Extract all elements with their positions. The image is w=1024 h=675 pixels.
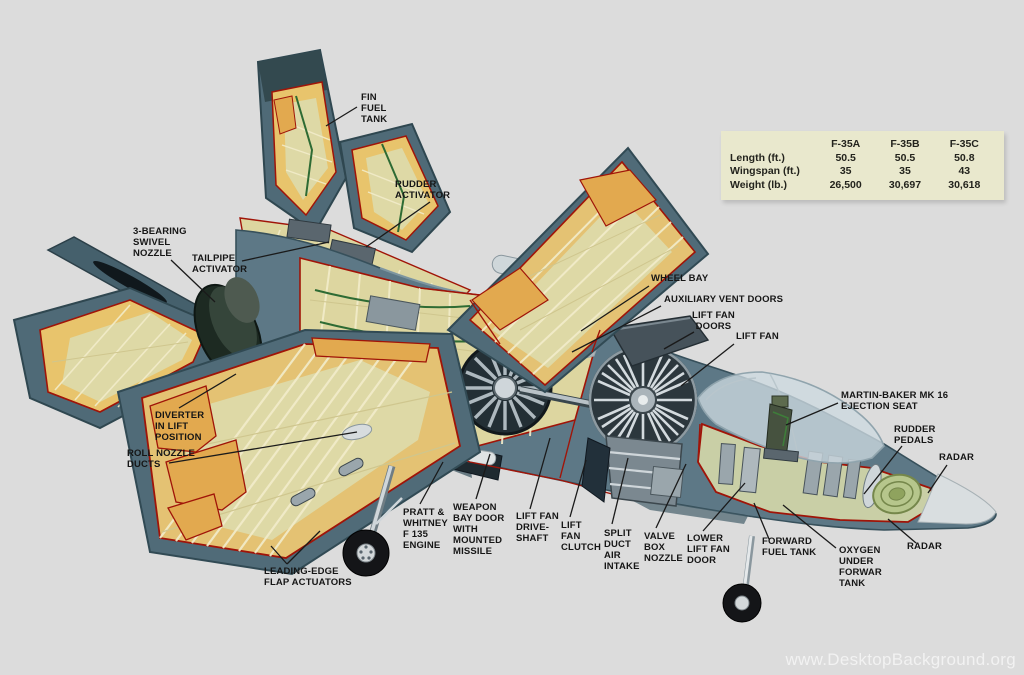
callout-lower-lift-fan-door: LOWER LIFT FAN DOOR (687, 533, 730, 566)
cut-edge-lines (469, 299, 701, 479)
split-duct-intake-shape (581, 437, 611, 503)
cell-value: 35 (899, 165, 911, 177)
cell-value: 50.5 (894, 151, 916, 164)
cell-value: 50.8 (954, 151, 975, 164)
leading-edge-flap-actuator-pods (290, 457, 364, 507)
spec-table-corner-cell (730, 138, 816, 152)
callout-lift-fan: LIFT FAN (736, 331, 779, 342)
cell-value: 30,618 (948, 178, 981, 191)
callout-three-bearing-swivel-nozzle: 3-BEARING SWIVEL NOZZLE (133, 226, 187, 259)
callout-rudder-activator: RUDDER ACTIVATOR (395, 179, 451, 201)
spec-table-row-wingspan: Wingspan (ft.) 35 35 43 (730, 165, 994, 179)
radar-dish (872, 473, 922, 515)
lift-fan-drive-shaft-rod (519, 386, 601, 410)
spec-table: F-35A F-35B F-35C Length (ft.) 50.5 50.5… (721, 131, 1004, 200)
row-label: Weight (lb.) (730, 178, 787, 191)
left-vertical-fin (256, 48, 348, 234)
spec-table-col-f35b: F-35B (890, 138, 920, 150)
callout-pratt-whitney-f135-engine: PRATT & WHITNEY F 135 ENGINE (403, 507, 448, 551)
cell-value: 30,697 (888, 178, 922, 191)
callout-wheel-bay: WHEEL BAY (651, 273, 709, 284)
spec-table-row-length: Length (ft.) 50.5 50.5 50.8 (730, 152, 994, 166)
callout-diverter-in-lift-position: DIVERTER IN LIFT POSITION (155, 410, 205, 443)
callout-roll-nozzle-ducts: ROLL NOZZLE DUCTS (127, 448, 195, 470)
cell-value: 43 (958, 165, 971, 177)
radome-tip (917, 473, 997, 525)
lift-fan-door-panel (608, 315, 710, 367)
valve-box (650, 465, 684, 499)
main-landing-gear (342, 465, 403, 577)
ejection-seat (763, 395, 799, 463)
right-vertical-fin (338, 122, 452, 254)
callout-weapon-bay-door: WEAPON BAY DOOR WITH MOUNTED MISSILE (453, 502, 505, 557)
row-label: Length (ft.) (730, 151, 785, 164)
callout-martin-baker-ejection-seat: MARTIN-BAKER MK 16 EJECTION SEAT (841, 390, 949, 412)
callout-rudder-pedals: RUDDER PEDALS (894, 424, 936, 446)
callout-auxiliary-vent-doors: AUXILIARY VENT DOORS (664, 294, 784, 305)
right-wing (446, 146, 710, 394)
callout-lift-fan-doors: LIFT FAN DOORS (692, 310, 735, 332)
spec-table-row-weight: Weight (lb.) 26,500 30,697 30,618 (730, 179, 994, 193)
left-tailplane (12, 286, 230, 430)
nose-landing-gear (722, 535, 762, 623)
leader-lines (168, 106, 948, 565)
cell-value: 50.5 (835, 151, 856, 164)
spec-table-col-f35c: F-35C (949, 138, 979, 150)
callout-lift-fan-drive-shaft: LIFT FAN DRIVE- SHAFT (516, 511, 559, 544)
row-label: Wingspan (ft.) (730, 165, 800, 177)
callout-radar-upper: RADAR (939, 452, 975, 463)
callout-radar-lower: RADAR (907, 541, 943, 552)
spec-table-col-f35a: F-35A (831, 138, 861, 150)
cell-value: 26,500 (829, 178, 862, 191)
callout-forward-fuel-tank: FORWARD FUEL TANK (762, 536, 817, 558)
cell-value: 35 (839, 165, 852, 177)
callout-lift-fan-clutch: LIFT FAN CLUTCH (561, 520, 601, 553)
callout-tailpipe-activator: TAILPIPE ACTIVATOR (192, 253, 248, 275)
callout-valve-box-nozzle: VALVE BOX NOZZLE (644, 531, 683, 564)
callout-split-duct-air-intake: SPLIT DUCT AIR INTAKE (604, 528, 640, 572)
callout-oxygen-under-forward-tank: OXYGEN UNDER FORWAR TANK (839, 545, 882, 589)
watermark: www.DesktopBackground.org (785, 650, 1016, 669)
callout-fin-fuel-tank: FIN FUEL TANK (361, 92, 388, 125)
spec-table-header-row: F-35A F-35B F-35C (730, 138, 994, 152)
callout-leading-edge-flap-actuators: LEADING-EDGE FLAP ACTUATORS (264, 566, 352, 588)
